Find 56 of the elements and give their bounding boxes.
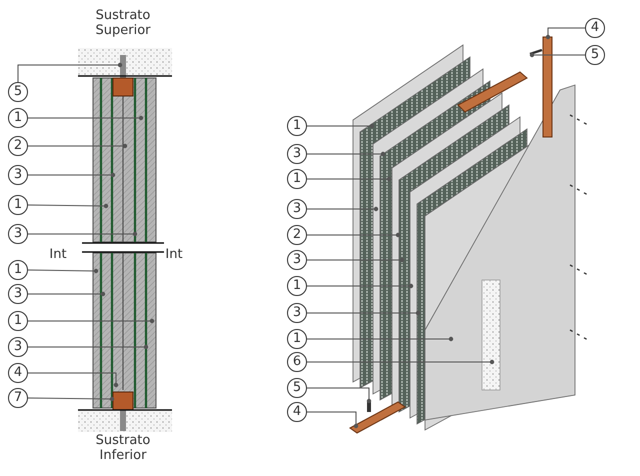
leader-line [306, 232, 400, 238]
callout-number: 3 [8, 224, 28, 244]
callout-number: 2 [287, 225, 307, 245]
leader-line [306, 388, 372, 404]
callout-number: 1 [287, 329, 307, 349]
leader-line [306, 176, 392, 182]
callout-number: 1 [287, 276, 307, 296]
callout-number: 4 [8, 363, 28, 383]
leader-line [28, 318, 154, 324]
leader-line [530, 52, 586, 58]
callout-number: 7 [8, 388, 28, 408]
callout-number: 3 [8, 284, 28, 304]
callout-number: 1 [8, 260, 28, 280]
leader-line [28, 144, 128, 148]
side-label: Int [48, 247, 68, 262]
callout-number: 3 [287, 199, 307, 219]
leader-line [28, 292, 106, 296]
leader-line [18, 62, 122, 82]
callout-number: 3 [8, 337, 28, 357]
leader-line [306, 310, 420, 316]
leader-line [306, 360, 494, 364]
callout-number: 4 [287, 402, 307, 422]
callout-number: 3 [8, 165, 28, 185]
leader-line [306, 336, 454, 342]
leader-line [28, 268, 98, 274]
leader-line [28, 372, 118, 388]
leader-line [306, 412, 358, 428]
callout-number: 3 [287, 250, 307, 270]
leader-line [306, 258, 404, 262]
callout-number: 4 [585, 18, 605, 38]
leader-line [306, 124, 374, 128]
leader-line [306, 152, 386, 156]
callout-number: 3 [287, 144, 307, 164]
callout-number: 2 [8, 136, 28, 156]
leader-line [306, 206, 378, 212]
callout-number: 1 [287, 116, 307, 136]
leader-line [306, 284, 414, 288]
side-label: Int [164, 247, 184, 262]
substrate-label: Sustrato Superior [94, 8, 152, 38]
leader-line [28, 172, 116, 178]
callout-number: 6 [287, 352, 307, 372]
substrate-label: Sustrato Inferior [94, 433, 152, 463]
callout-number: 1 [8, 311, 28, 331]
callout-number: 1 [8, 108, 28, 128]
leader-line [28, 116, 144, 120]
leader-line [546, 28, 586, 40]
leader-line [28, 344, 148, 350]
callout-number: 5 [585, 45, 605, 65]
leader-line [28, 204, 108, 208]
leader-line [28, 396, 114, 402]
leader-line [28, 232, 138, 236]
callout-number: 1 [287, 169, 307, 189]
callout-number: 1 [8, 195, 28, 215]
callout-number: 3 [287, 303, 307, 323]
callout-number: 5 [287, 378, 307, 398]
callout-number: 5 [8, 82, 28, 102]
